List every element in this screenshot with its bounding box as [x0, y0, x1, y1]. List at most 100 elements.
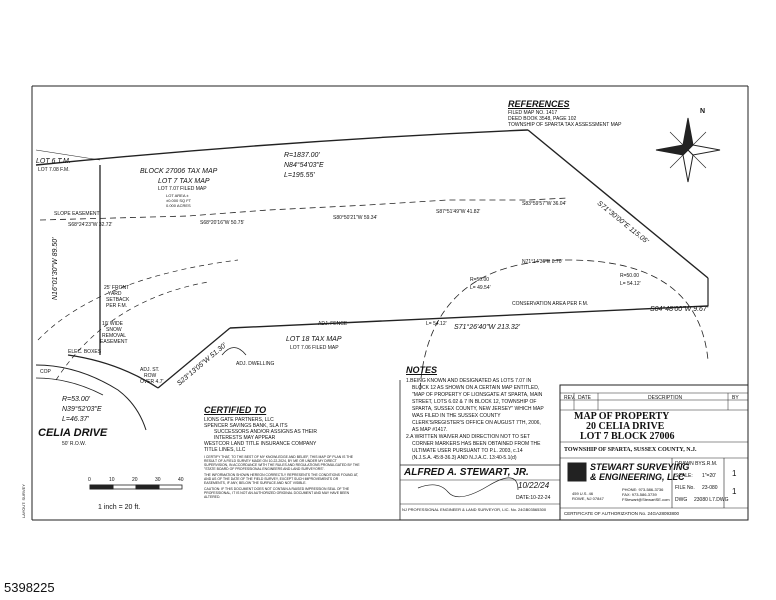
field-key: DRAWN BY: [675, 461, 703, 467]
curve-north: N84°54'03"E [284, 162, 324, 169]
snow-easement: SNOW [106, 327, 122, 333]
scale-tick: 10 [109, 477, 115, 483]
license: NJ PROFESSIONAL ENGINEER & LAND SURVEYOR… [402, 507, 547, 512]
firm-phone: FAX: 973-586-3739 [622, 492, 657, 497]
listing-id: 5398225 [4, 580, 55, 595]
arc-r50a: R=50.00 [470, 277, 490, 283]
curve-north: L=195.55' [284, 172, 315, 179]
cert-statement: ALTERED. [204, 495, 221, 499]
slope-easement: SLOPE EASEMENT [54, 211, 100, 217]
certified-line: WESTCOR LAND TITLE INSURANCE COMPANY [204, 441, 317, 447]
adj-dwelling: ADJ. DWELLING [236, 361, 275, 367]
conservation-area: CONSERVATION AREA PER F.M. [512, 301, 589, 307]
field-key: FILE No. [675, 485, 695, 491]
cert-statement: "STATE BOARD OF PROFESSIONAL ENGINEERS A… [204, 467, 325, 471]
road-curve: N39°52'03"E [62, 406, 102, 413]
reference-line: FILED MAP NO. 1417 [508, 110, 558, 116]
scale-tick: 20 [132, 477, 138, 483]
west-bearing: N16°01'30"W 89.50' [52, 237, 59, 300]
adj-st: ROW [144, 373, 157, 379]
block-area: LOT AREA ± [166, 193, 189, 198]
references-title: REFERENCES [508, 99, 570, 109]
note-line: SPARTA, SUSSEX COUNTY, NEW JERSEY" WHICH… [412, 406, 544, 412]
firm-address: 459 U.S. 46 [572, 491, 594, 496]
road-name: CELIA DRIVE [38, 427, 108, 439]
slope-bearing: S68°24'23"W 32.72' [68, 222, 113, 228]
block-area: ±0.000 SQ FT [166, 198, 192, 203]
snow-easement: 10' WIDE [102, 321, 123, 327]
firm-name: & ENGINEERING, LLC [590, 472, 685, 482]
field-key: SCALE: [675, 473, 693, 479]
snow-easement: REMOVAL [102, 333, 127, 339]
block-tax: LOT 7.07 FILED MAP [158, 186, 207, 192]
surveyor-name: ALFRED A. STEWART, JR. [404, 467, 529, 478]
note-line: STREET, LOTS 6.02 & 7 IN BLOCK 12, TOWNS… [412, 399, 537, 405]
map-title: LOT 7 BLOCK 27006 [580, 431, 675, 442]
rev-header: BY [732, 395, 739, 401]
rev-header: DATE [578, 395, 591, 401]
township: TOWNSHIP OF SPARTA, SUSSEX COUNTY, N.J. [564, 447, 697, 453]
cop-label: COP [40, 369, 51, 375]
survey-date: DATE:10-22-24 [516, 495, 551, 501]
map-title: MAP OF PROPERTY [574, 411, 670, 422]
slope-bearing: S80°50'21"W 59.34' [333, 215, 378, 221]
road-curve: R=53.00' [62, 396, 90, 403]
sheet-number: 1 [732, 469, 737, 478]
rev-header: DESCRIPTION [648, 395, 683, 401]
front-yard: 25' FRONT [104, 285, 130, 291]
survey-linework [31, 85, 749, 521]
firm-phone: FStewart@StewartSE.com [622, 497, 670, 502]
front-yard: SETBACK [106, 297, 130, 303]
curve-north: R=1837.00' [284, 152, 320, 159]
notes-title: NOTES [406, 365, 438, 375]
inner-l: L= 54.12' [426, 321, 447, 327]
firm-name: STEWART SURVEYING [590, 462, 690, 472]
field-value: 1"=20' [702, 473, 716, 479]
slope-bearing: S83°59'57"W 36.04' [522, 201, 567, 207]
note-line: CORNER MARKERS HAS BEEN OBTAINED FROM TH… [412, 441, 541, 447]
note-line: 2.A WRITTEN WAIVER AND DIRECTION NOT TO … [406, 434, 530, 440]
note-line: 1.BEING KNOWN AND DESIGNATED AS LOTS 7.0… [406, 378, 532, 384]
note-line: AS MAP #1417. [412, 427, 448, 433]
scale-tick: 0 [88, 477, 91, 483]
field-value: S.R.M. [702, 461, 718, 467]
scale-tick: 40 [178, 477, 184, 483]
scale-tick: 30 [155, 477, 161, 483]
adj-st: OVER 4.7' [140, 379, 164, 385]
reference-line: TOWNSHIP OF SPARTA TAX ASSESSMENT MAP [508, 122, 622, 128]
lot18-filed: LOT 7.06 FILED MAP [290, 345, 339, 351]
field-key: DWG [675, 497, 688, 503]
signature-date: 10/22/24 [518, 481, 550, 490]
lot18-label: LOT 18 TAX MAP [286, 336, 342, 343]
elec-boxes: ELEC. BOXES [68, 349, 102, 355]
certified-line: SUCCESSORS AND/OR ASSIGNS AS THEIR [214, 429, 317, 435]
cert-statement: EASEMENTS, IF ANY, BELOW THE SURFACE AND… [204, 481, 307, 485]
certified-line: TITLE LINES, LLC [204, 447, 246, 453]
note-line: BLOCK 12 AS SHOWN ON A CERTAIN MAP ENTIT… [412, 385, 540, 391]
field-value: 23-080 [702, 485, 718, 491]
arc-r50b: L= 54.12' [620, 281, 641, 287]
cert-statement: CAUTION: IF THIS DOCUMENT DOES NOT CONTA… [204, 487, 350, 491]
lot6-label: LOT 6 T.M. [36, 158, 71, 165]
firm-phone: PHONE: 973-586-3736 [622, 487, 664, 492]
note-line: "MAP OF PROPERTY OF LIONSGATE AT SPARTA,… [412, 392, 543, 398]
arc-r50a: L= 49.54' [470, 285, 491, 291]
field-value: 23080 L7.DWG [694, 497, 729, 503]
arc-r50b: R=50.00 [620, 273, 640, 279]
block-tax: BLOCK 27006 TAX MAP [140, 168, 218, 175]
side-text: LAYOUT: SURVEY [21, 484, 26, 518]
block-tax: LOT 7 TAX MAP [158, 178, 210, 185]
certified-line: INTERESTS MAY APPEAR [214, 435, 276, 441]
se-bearing: S04°48'00"W 9.67' [650, 306, 709, 313]
certified-line: SPENCER SAVINGS BANK, SLA ITS [204, 423, 288, 429]
adj-fence: ADJ. FENCE [318, 321, 348, 327]
road-row: 50' R.O.W. [62, 441, 87, 447]
cert-statement: THE INFORMATION SHOWN HEREON CORRECTLY R… [204, 473, 359, 477]
north-arrow-label: N [700, 108, 706, 115]
cert-statement: RESULT OF A FIELD SURVEY MADE ON 10-22-2… [204, 459, 337, 463]
slope-bearing: S87°51'49"W 41.82' [436, 209, 481, 215]
sheet-total: 1 [732, 487, 737, 496]
map-title: 20 CELIA DRIVE [586, 421, 665, 432]
slope-bearing: S68°20'16"W 50.75' [200, 220, 245, 226]
reference-line: DEED BOOK 3548, PAGE 102 [508, 116, 577, 122]
